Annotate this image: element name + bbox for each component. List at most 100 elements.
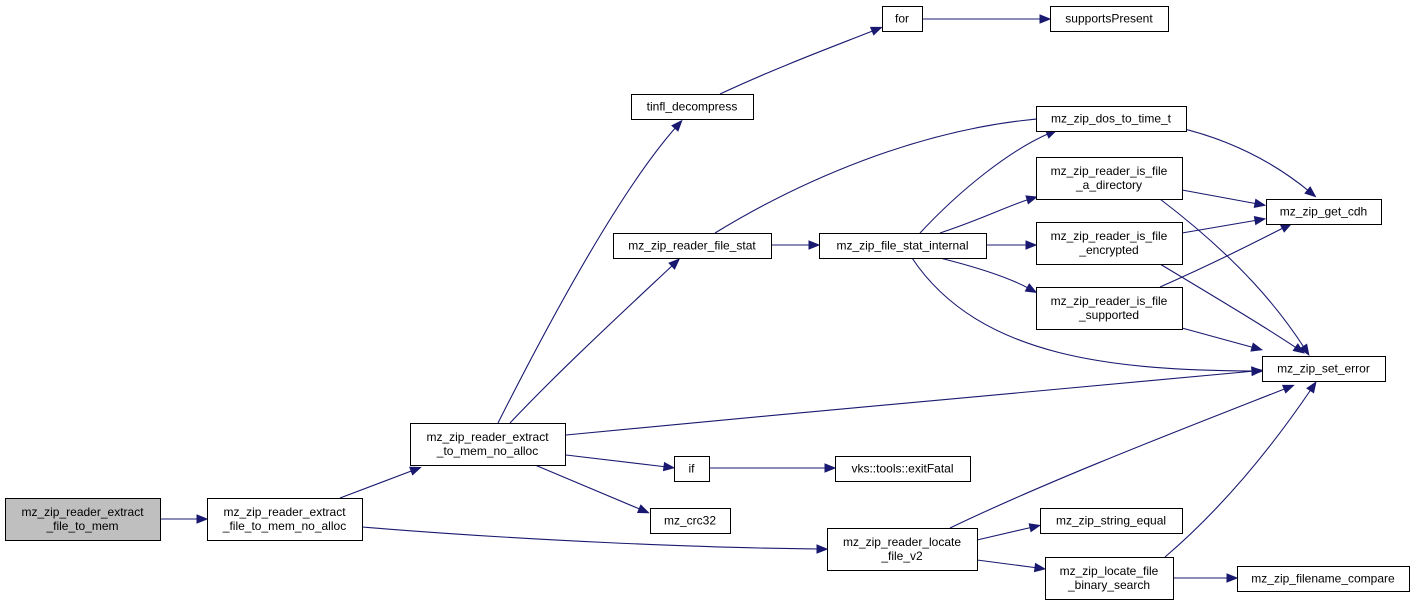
edge-isdir-to-getcdh [1181, 189, 1267, 209]
node-label: if [689, 462, 696, 476]
node-issup[interactable]: mz_zip_reader_is_file_supported [1036, 287, 1183, 330]
node-box [1045, 557, 1174, 600]
node-crc32[interactable]: mz_crc32 [650, 508, 731, 534]
edge-locate-to-binsearch [976, 559, 1047, 573]
node-noalloc[interactable]: mz_zip_reader_extract_file_to_mem_no_all… [207, 498, 363, 541]
node-label: mz_zip_string_equal [1056, 514, 1166, 528]
node-box [1040, 508, 1183, 534]
node-label: mz_crc32 [664, 514, 716, 528]
node-label: _file_to_mem [45, 519, 118, 533]
node-getcdh[interactable]: mz_zip_get_cdh [1266, 199, 1382, 225]
edge-isenc-to-seterr [1159, 263, 1305, 354]
edge-locate-to-seterr [949, 384, 1295, 529]
node-isenc[interactable]: mz_zip_reader_is_file_encrypted [1036, 222, 1183, 265]
edge-tomem-to-tinfl [497, 119, 683, 424]
arrow-head-icon [1033, 562, 1047, 573]
arrow-head-icon [1250, 342, 1264, 352]
node-box [882, 6, 923, 32]
node-isdir[interactable]: mz_zip_reader_is_file_a_directory [1036, 157, 1183, 200]
arrow-head-icon [1039, 14, 1052, 24]
edge-line [719, 29, 876, 95]
arrow-head-icon [409, 466, 422, 476]
node-label: mz_zip_file_stat_internal [836, 239, 968, 253]
node-box [1036, 287, 1183, 330]
node-label: mz_zip_locate_file [1060, 564, 1159, 578]
node-label: mz_zip_reader_is_file [1051, 229, 1168, 243]
node-box [674, 456, 710, 482]
node-if[interactable]: if [674, 456, 710, 482]
arrow-head-icon [869, 26, 883, 36]
node-supports[interactable]: supportsPresent [1050, 6, 1169, 32]
edge-line [497, 125, 678, 424]
edge-statint-to-dostime [919, 129, 1058, 234]
arrow-head-icon [668, 258, 681, 270]
edge-line [976, 559, 1039, 569]
edge-noalloc-to-locate [361, 526, 829, 554]
edge-line [509, 263, 675, 424]
edge-isdir-to-seterr [1159, 198, 1310, 357]
arrow-head-icon [1281, 384, 1295, 394]
arrow-head-icon [1306, 381, 1317, 394]
node-strequal[interactable]: mz_zip_string_equal [1040, 508, 1183, 534]
node-label: _file_to_mem_no_alloc [222, 519, 346, 533]
edge-isenc-to-getcdh [1181, 215, 1267, 234]
edge-line [1181, 327, 1256, 349]
edge-root-to-noalloc [160, 514, 209, 524]
node-seterr[interactable]: mz_zip_set_error [1262, 356, 1386, 382]
edge-tomem-to-seterr [565, 366, 1264, 436]
node-locate[interactable]: mz_zip_reader_locate_file_v2 [827, 528, 978, 571]
arrow-head-icon [824, 463, 837, 473]
edge-statint-to-isdir [939, 195, 1038, 234]
node-tomem[interactable]: mz_zip_reader_extract_to_mem_no_alloc [410, 423, 566, 466]
arrow-head-icon [1024, 283, 1038, 294]
edge-line [911, 257, 1256, 372]
node-box [5, 498, 161, 541]
edge-for-to-supports [922, 14, 1052, 24]
node-label: _binary_search [1067, 578, 1150, 592]
edges-layer [160, 14, 1317, 583]
node-binsearch[interactable]: mz_zip_locate_file_binary_search [1045, 557, 1174, 600]
node-label: _to_mem_no_alloc [436, 444, 538, 458]
node-box [1262, 356, 1386, 382]
edge-line [1181, 219, 1259, 234]
node-exitfatal[interactable]: vks::tools::exitFatal [835, 456, 971, 482]
node-box [1050, 6, 1169, 32]
edge-line [939, 198, 1031, 234]
edge-line [976, 526, 1034, 541]
edge-issup-to-seterr [1181, 327, 1264, 352]
node-for[interactable]: for [882, 6, 923, 32]
edge-noalloc-to-tomem [339, 466, 422, 499]
edge-line [1159, 198, 1306, 350]
edge-tomem-to-if [565, 454, 676, 472]
arrow-head-icon [808, 240, 821, 250]
node-label: supportsPresent [1065, 12, 1153, 26]
node-statint[interactable]: mz_zip_file_stat_internal [819, 233, 987, 259]
node-fncompare[interactable]: mz_zip_filename_compare [1237, 566, 1410, 592]
node-label: _supported [1078, 308, 1139, 322]
edge-line [919, 132, 1051, 234]
node-label: _file_v2 [880, 549, 923, 563]
node-box [631, 94, 754, 120]
arrow-head-icon [1025, 240, 1038, 250]
arrow-head-icon [1304, 186, 1317, 198]
node-dostime[interactable]: mz_zip_dos_to_time_t [1036, 106, 1187, 132]
node-box [819, 233, 987, 259]
edge-line [1181, 189, 1259, 205]
node-box [827, 528, 978, 571]
arrow-head-icon [1028, 523, 1042, 533]
node-label: vks::tools::exitFatal [851, 462, 953, 476]
node-tinfl[interactable]: tinfl_decompress [631, 94, 754, 120]
arrow-head-icon [1279, 223, 1293, 233]
node-box [835, 456, 971, 482]
node-label: _a_directory [1075, 178, 1142, 192]
node-label: mz_zip_reader_is_file [1051, 164, 1168, 178]
arrow-head-icon [816, 544, 829, 554]
edge-line [939, 257, 1031, 290]
arrow-head-icon [671, 119, 683, 132]
node-filestat[interactable]: mz_zip_reader_file_stat [613, 233, 772, 259]
node-root[interactable]: mz_zip_reader_extract_file_to_mem [5, 498, 161, 541]
arrow-head-icon [196, 514, 209, 524]
edge-line [565, 370, 1256, 436]
